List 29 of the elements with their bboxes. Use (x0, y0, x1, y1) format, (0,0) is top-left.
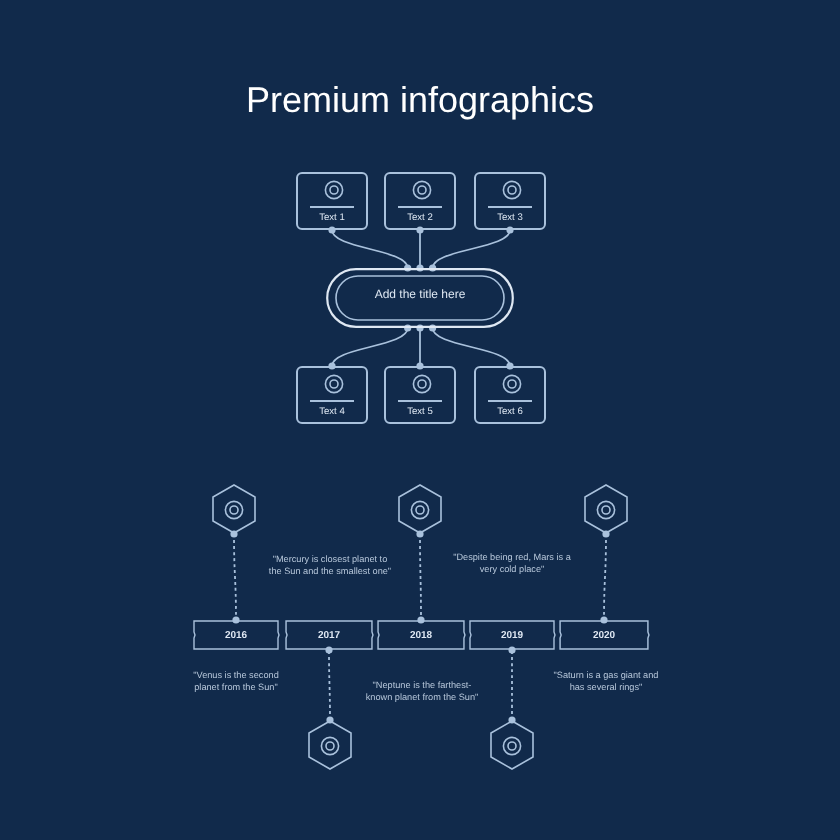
connector (429, 324, 514, 370)
connector (328, 324, 412, 370)
year-box (376, 620, 466, 650)
card (296, 366, 368, 424)
connector (429, 226, 514, 272)
title: Premium infographics (243, 80, 597, 122)
card (384, 172, 456, 230)
year-box (192, 620, 280, 650)
connector (325, 646, 334, 724)
connector (416, 226, 424, 272)
hexagon-node (584, 484, 628, 534)
card (474, 172, 546, 230)
connector (600, 530, 610, 624)
hexagon-node (308, 720, 352, 770)
card (474, 366, 546, 424)
year-box (558, 620, 650, 650)
hexagon-node (398, 484, 442, 534)
card (384, 366, 456, 424)
title-pill (326, 268, 514, 328)
connector (508, 646, 516, 724)
card (296, 172, 368, 230)
hexagon-node (212, 484, 256, 534)
connector (416, 324, 424, 370)
year-box (468, 620, 556, 650)
connector (230, 530, 240, 624)
hexagon-node (490, 720, 534, 770)
connector (328, 226, 412, 272)
year-box (284, 620, 374, 650)
connector (416, 530, 425, 624)
